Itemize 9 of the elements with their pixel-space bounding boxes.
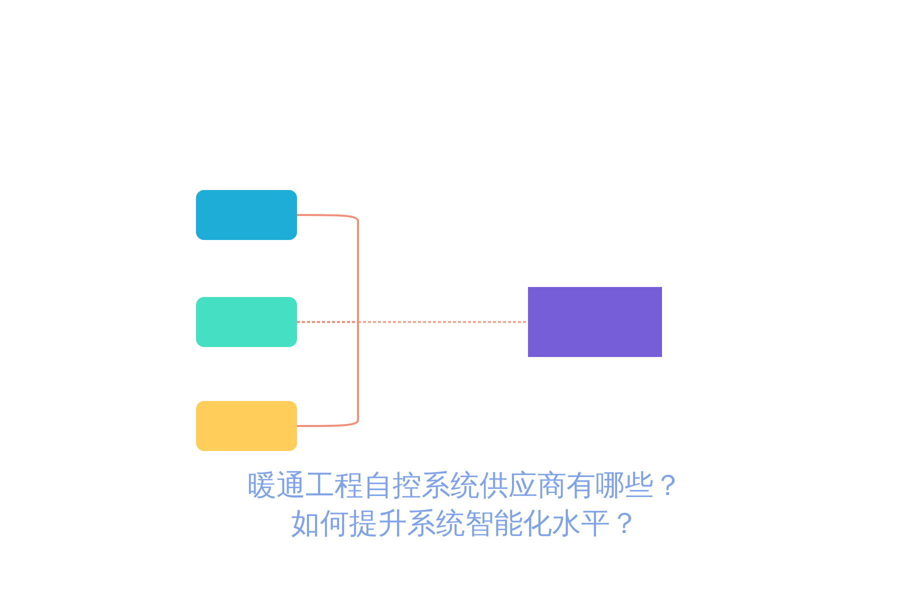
color-block: [196, 297, 297, 347]
connector-line: [297, 214, 359, 322]
connector-line: [358, 321, 528, 323]
connector-line: [297, 321, 358, 323]
color-block: [196, 401, 297, 451]
caption: 暖通工程自控系统供应商有哪些？如何提升系统智能化水平？: [246, 467, 684, 542]
color-block: [528, 287, 662, 357]
connector-line: [297, 322, 359, 427]
color-block: [196, 190, 297, 240]
